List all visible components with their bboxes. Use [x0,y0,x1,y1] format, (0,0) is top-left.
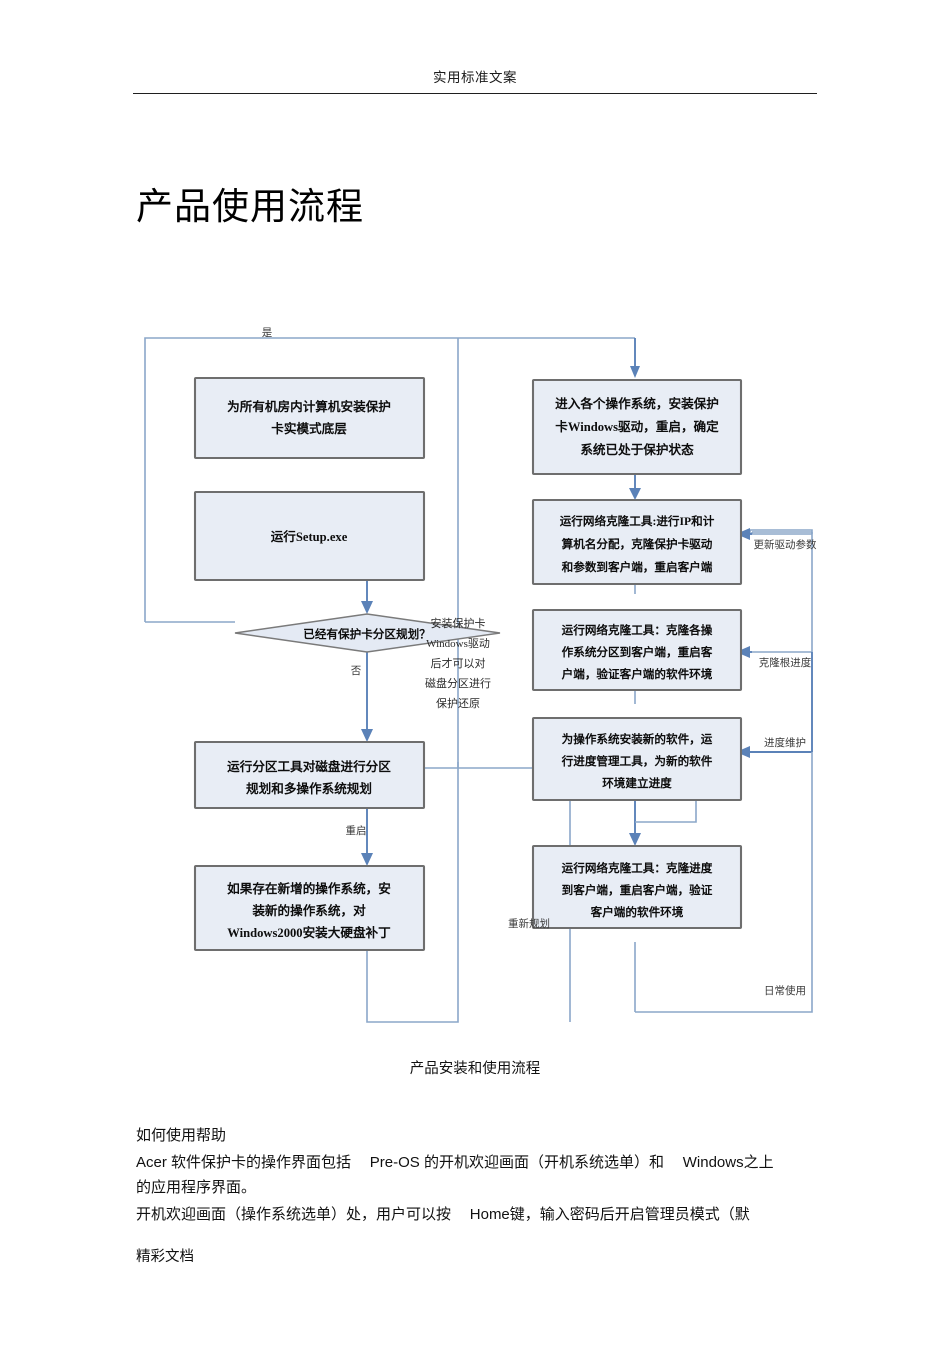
flow-node-install-software-progress [531,716,743,802]
edge-label-clone-root-progress: 克隆根进度 [759,656,812,669]
flow-note-line: 后才可以对 [431,656,486,670]
flow-node-text: 系统已处于保护状态 [580,442,694,457]
flow-node-run-setup [193,490,426,582]
flow-note-line: Windows驱动 [426,637,490,650]
body-text-span: Acer [136,1153,172,1171]
flow-node-text: 如果存在新增的操作系统，安 [227,881,391,896]
flow-node-net-clone-partition [531,608,743,692]
body-text-span: Home [469,1205,510,1223]
figure-caption: 产品安装和使用流程 [409,1061,541,1077]
body-text-span: Windows [682,1153,744,1171]
body-text-span: 之上 [743,1154,774,1171]
body-paragraph-1-line2: 的应用程序界面。 [136,1180,257,1196]
flow-node-text: 已经有保护卡分区规划？ [303,627,431,641]
flow-node-text: 运行分区工具对磁盘进行分区 [227,759,391,774]
flow-node-partition-decision [234,613,501,653]
body-text-block: 如何使用帮助 Acer 软件保护卡的操作界面包括 Pre-OS 的开机欢迎画面（… [136,1124,819,1228]
edge-label-no: 否 [351,665,362,677]
body-text-span: 键，输入密码后开启管理员模式（默 [509,1206,750,1223]
flow-node-text: 和参数到客户端，重启客户端 [562,560,713,574]
body-text-span: 开机欢迎画面（操作系统选单）处，用户可以按 [136,1206,470,1223]
flow-node-text: 运行Setup.exe [271,529,348,544]
flow-node-install-windows-driver [531,378,743,476]
body-text-span: Pre-OS [369,1153,424,1171]
edge-label-daily-use: 日常使用 [764,984,806,997]
body-heading: 如何使用帮助 [136,1128,227,1144]
flow-node-text: 进入各个操作系统，安装保护 [555,396,719,411]
flow-node-text: 到客户端，重启客户端，验证 [562,883,713,897]
flow-node-text: 客户端的软件环境 [590,905,684,919]
flow-node-text: 户端，验证客户端的软件环境 [562,667,713,681]
flow-node-text: 规划和多操作系统规划 [246,781,372,796]
flow-node-text: 算机名分配，克隆保护卡驱动 [561,537,713,551]
header-rule [133,93,817,94]
flow-node-text: 卡Windows驱动，重启，确定 [555,419,719,434]
flow-node-net-clone-progress [531,844,743,930]
page-header: 实用标准文案 [433,70,517,85]
flow-node-text: Windows2000安装大硬盘补丁 [227,925,391,940]
flow-node-text: 作系统分区到客户端，重启客 [562,645,713,659]
flow-node-install-realmode [193,376,426,460]
page-footer: 精彩文档 [136,1249,194,1265]
edge-label-restart: 重启 [346,824,367,837]
edge-label-progress-maintain: 进度维护 [764,736,806,749]
body-text-span: 软件保护卡的操作界面包括 [171,1154,370,1171]
flow-node-text: 为所有机房内计算机安装保护 [227,399,391,414]
flow-node-net-clone-ip [531,498,743,586]
flow-note-line: 安装保护卡 [431,616,486,630]
flow-node-text: 为操作系统安装新的软件，运 [562,732,713,746]
flow-node-text: 运行网络克隆工具：克隆进度 [562,861,713,875]
flow-note-line: 磁盘分区进行 [425,676,491,690]
body-text-span: 的开机欢迎画面（开机系统选单）和 [423,1154,683,1171]
edge-label-yes: 是 [262,327,273,339]
flow-node-text: 运行网络克隆工具：克隆各操 [562,623,713,637]
flow-node-text: 行进度管理工具，为新的软件 [561,754,713,768]
flow-node-text: 装新的操作系统，对 [251,903,366,918]
edge-label-update-driver-params: 更新驱动参数 [754,538,817,551]
flowchart-figure: 为所有机房内计算机安装保护 卡实模式底层 运行Setup.exe 已经有保护卡分… [140,322,820,1034]
flow-node-install-new-os [193,864,426,952]
edge-label-replan: 重新规划 [508,917,550,930]
flow-node-text: 运行网络克隆工具:进行IP和计 [560,514,715,528]
flow-note-line: 保护还原 [436,696,480,710]
flow-node-text: 卡实模式底层 [271,421,347,436]
flow-node-run-partition-tool [193,740,426,810]
body-paragraph-1: Acer 软件保护卡的操作界面包括 Pre-OS 的开机欢迎画面（开机系统选单）… [136,1150,819,1177]
page-title: 产品使用流程 [136,187,364,228]
flow-node-text: 环境建立进度 [602,776,672,790]
body-paragraph-2: 开机欢迎画面（操作系统选单）处，用户可以按 Home键，输入密码后开启管理员模式… [136,1202,819,1229]
